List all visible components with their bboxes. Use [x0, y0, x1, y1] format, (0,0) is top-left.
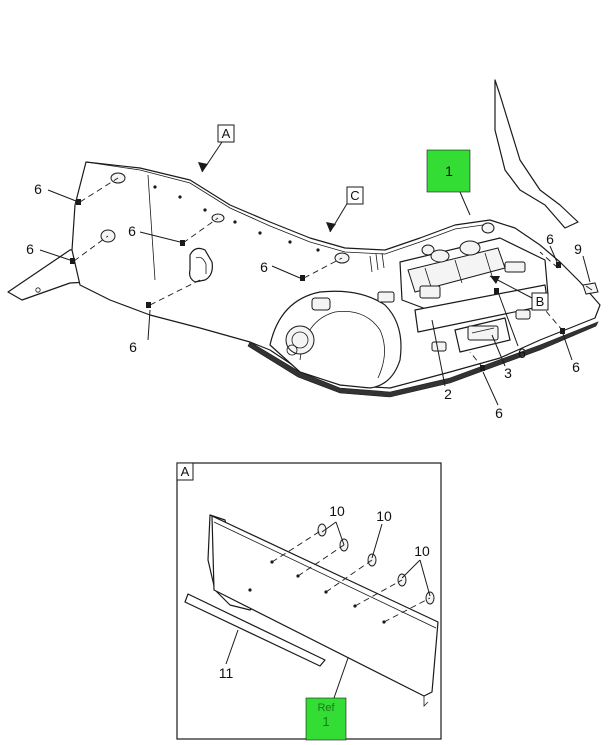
callout-6: 6: [518, 345, 526, 361]
callout-10: 10: [329, 503, 345, 519]
install-dash-lines: [73, 177, 564, 369]
callout-10: 10: [414, 543, 430, 559]
fastener-6-c: [180, 240, 185, 246]
svg-text:A: A: [222, 126, 231, 141]
fastener-6-g: [556, 262, 561, 268]
view-a-marker: A: [217, 124, 235, 143]
fastener-6-f: [494, 288, 499, 294]
view-arrows: [198, 141, 533, 299]
callout-6: 6: [26, 241, 34, 257]
rear-panel: [494, 79, 579, 229]
callout-10: 10: [376, 508, 392, 524]
detail-title: A: [181, 464, 190, 479]
detail-seal-11: [184, 593, 326, 667]
callout-6: 6: [546, 231, 554, 247]
detail-strip: [211, 515, 439, 697]
speaker-grille: [285, 325, 315, 356]
part-1-highlight: 1: [426, 149, 471, 193]
ref-1-highlight: Ref 1: [305, 697, 347, 741]
callout-11: 11: [219, 665, 234, 681]
view-c-marker: C: [346, 186, 364, 205]
leader-lines: [39, 189, 591, 406]
detail-dash-lines: [271, 529, 431, 623]
fastener-6-e: [300, 275, 305, 281]
bottom-rim: [247, 321, 599, 398]
detail-title-box: [176, 462, 194, 481]
callout-2: 2: [444, 386, 452, 402]
view-b-marker: B: [531, 292, 549, 311]
rim-dots: [153, 185, 320, 252]
grab-handle: [188, 247, 213, 283]
upper-rim: [85, 161, 491, 255]
detail-leaders: [225, 521, 431, 699]
callout-6: 6: [34, 181, 42, 197]
svg-text:1: 1: [445, 163, 453, 179]
ref-number: 1: [322, 714, 329, 729]
flange-hole: [35, 287, 41, 293]
callout-6: 6: [260, 259, 268, 275]
svg-text:C: C: [350, 188, 359, 203]
clip-9: [582, 282, 599, 295]
callout-9: 9: [574, 241, 582, 257]
callout-6: 6: [572, 359, 580, 375]
callout-6: 6: [129, 339, 137, 355]
svg-text:B: B: [536, 294, 545, 309]
callout-6: 6: [495, 405, 503, 421]
callout-3: 3: [504, 365, 512, 381]
ref-label: Ref: [317, 702, 335, 714]
ribs: [369, 252, 395, 303]
panel-crease: [147, 174, 156, 281]
callout-6: 6: [128, 223, 136, 239]
part-callouts: 6 6 6 6 6 6 9 2 3 6 6 6: [26, 181, 582, 421]
vent-slot: [311, 297, 331, 311]
fastener-6-a: [76, 199, 81, 205]
lower-tray: [414, 284, 549, 353]
fastener-6-d: [146, 302, 151, 308]
fastener-6-b: [70, 258, 75, 264]
detail-view-a: A: [176, 462, 442, 741]
wheel-well-opening: [269, 290, 402, 389]
main-assembly: [7, 79, 601, 398]
